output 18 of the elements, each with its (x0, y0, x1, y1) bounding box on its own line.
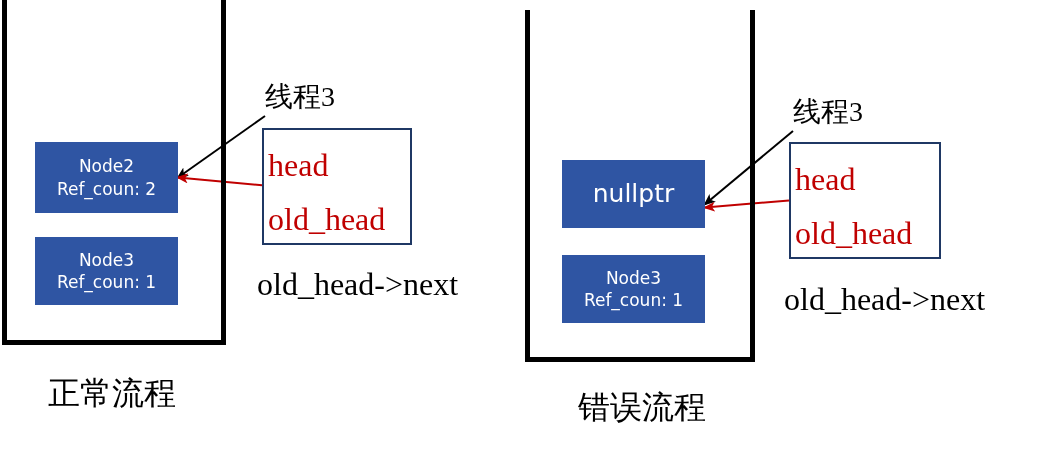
list-node: Node3 Ref_coun: 1 (35, 237, 178, 305)
thread-label: 线程3 (793, 93, 863, 131)
pointer-box (789, 142, 941, 259)
stack-container (525, 10, 755, 362)
pointer-box (262, 128, 412, 245)
list-node: Node2 Ref_coun: 2 (35, 142, 178, 213)
stack-caption: 正常流程 (48, 374, 176, 413)
stack-container (2, 0, 226, 345)
variable-name: old_head (795, 214, 914, 253)
list-node: Node3 Ref_coun: 1 (562, 255, 705, 323)
null-node: nullptr (562, 160, 705, 228)
thread-label: 线程3 (265, 78, 335, 116)
expression-label: old_head->next (257, 266, 459, 303)
variable-name: head (795, 160, 857, 199)
variable-name: old_head (268, 200, 387, 239)
expression-label: old_head->next (784, 281, 986, 318)
stack-caption: 错误流程 (578, 388, 706, 427)
variable-name: head (268, 146, 330, 185)
